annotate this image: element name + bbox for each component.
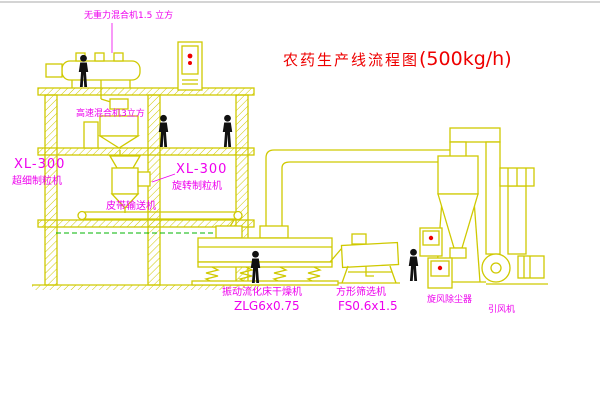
cyclone-label: 旋风除尘器 [427, 295, 473, 305]
cyclone-separator-machine [430, 127, 501, 283]
mixer1-label: 无重力混合机1.5 立方 [84, 11, 174, 21]
exhaust-duct [265, 149, 452, 238]
sieve-name-label: 方形筛选机 [336, 287, 386, 298]
person-figure [408, 248, 419, 282]
dryer-name-label: 振动流化床干燥机 [222, 287, 302, 298]
sieve-model-label: FS0.6x1.5 [338, 299, 398, 313]
control-cabinet-low [427, 257, 453, 289]
granulator2-model-label: XL-300 [176, 162, 228, 177]
fan-label: 引风机 [488, 305, 516, 315]
granulator-machine [108, 150, 151, 213]
granulator1-name-label: 超细制粒机 [12, 176, 62, 187]
control-cabinet-mid [419, 227, 443, 257]
control-cabinet-top [177, 41, 203, 91]
granulator1-model-label: XL-300 [14, 157, 66, 172]
diagram-title: 农药生产线流程图(500kg/h) [283, 48, 512, 70]
conveyor-label: 皮带输送机 [106, 201, 156, 212]
diagram-title-capacity: (500kg/h) [419, 48, 512, 70]
square-sieve-machine [338, 233, 400, 284]
dryer-model-label: ZLG6x0.75 [234, 299, 300, 313]
high-speed-mixer [83, 98, 141, 149]
exhaust-stack [499, 167, 535, 255]
fluid-bed-dryer-machine [191, 225, 343, 286]
mixer2-label: 高速混合机3立方 [76, 109, 145, 119]
person-figure [222, 114, 233, 148]
granulator2-leader-line [151, 173, 176, 183]
diagram-title-text: 农药生产线流程图 [283, 51, 420, 69]
induced-draft-fan-machine [481, 253, 548, 285]
granulator2-name-label: 旋转制粒机 [172, 181, 222, 192]
belt-conveyor-machine [77, 210, 243, 229]
